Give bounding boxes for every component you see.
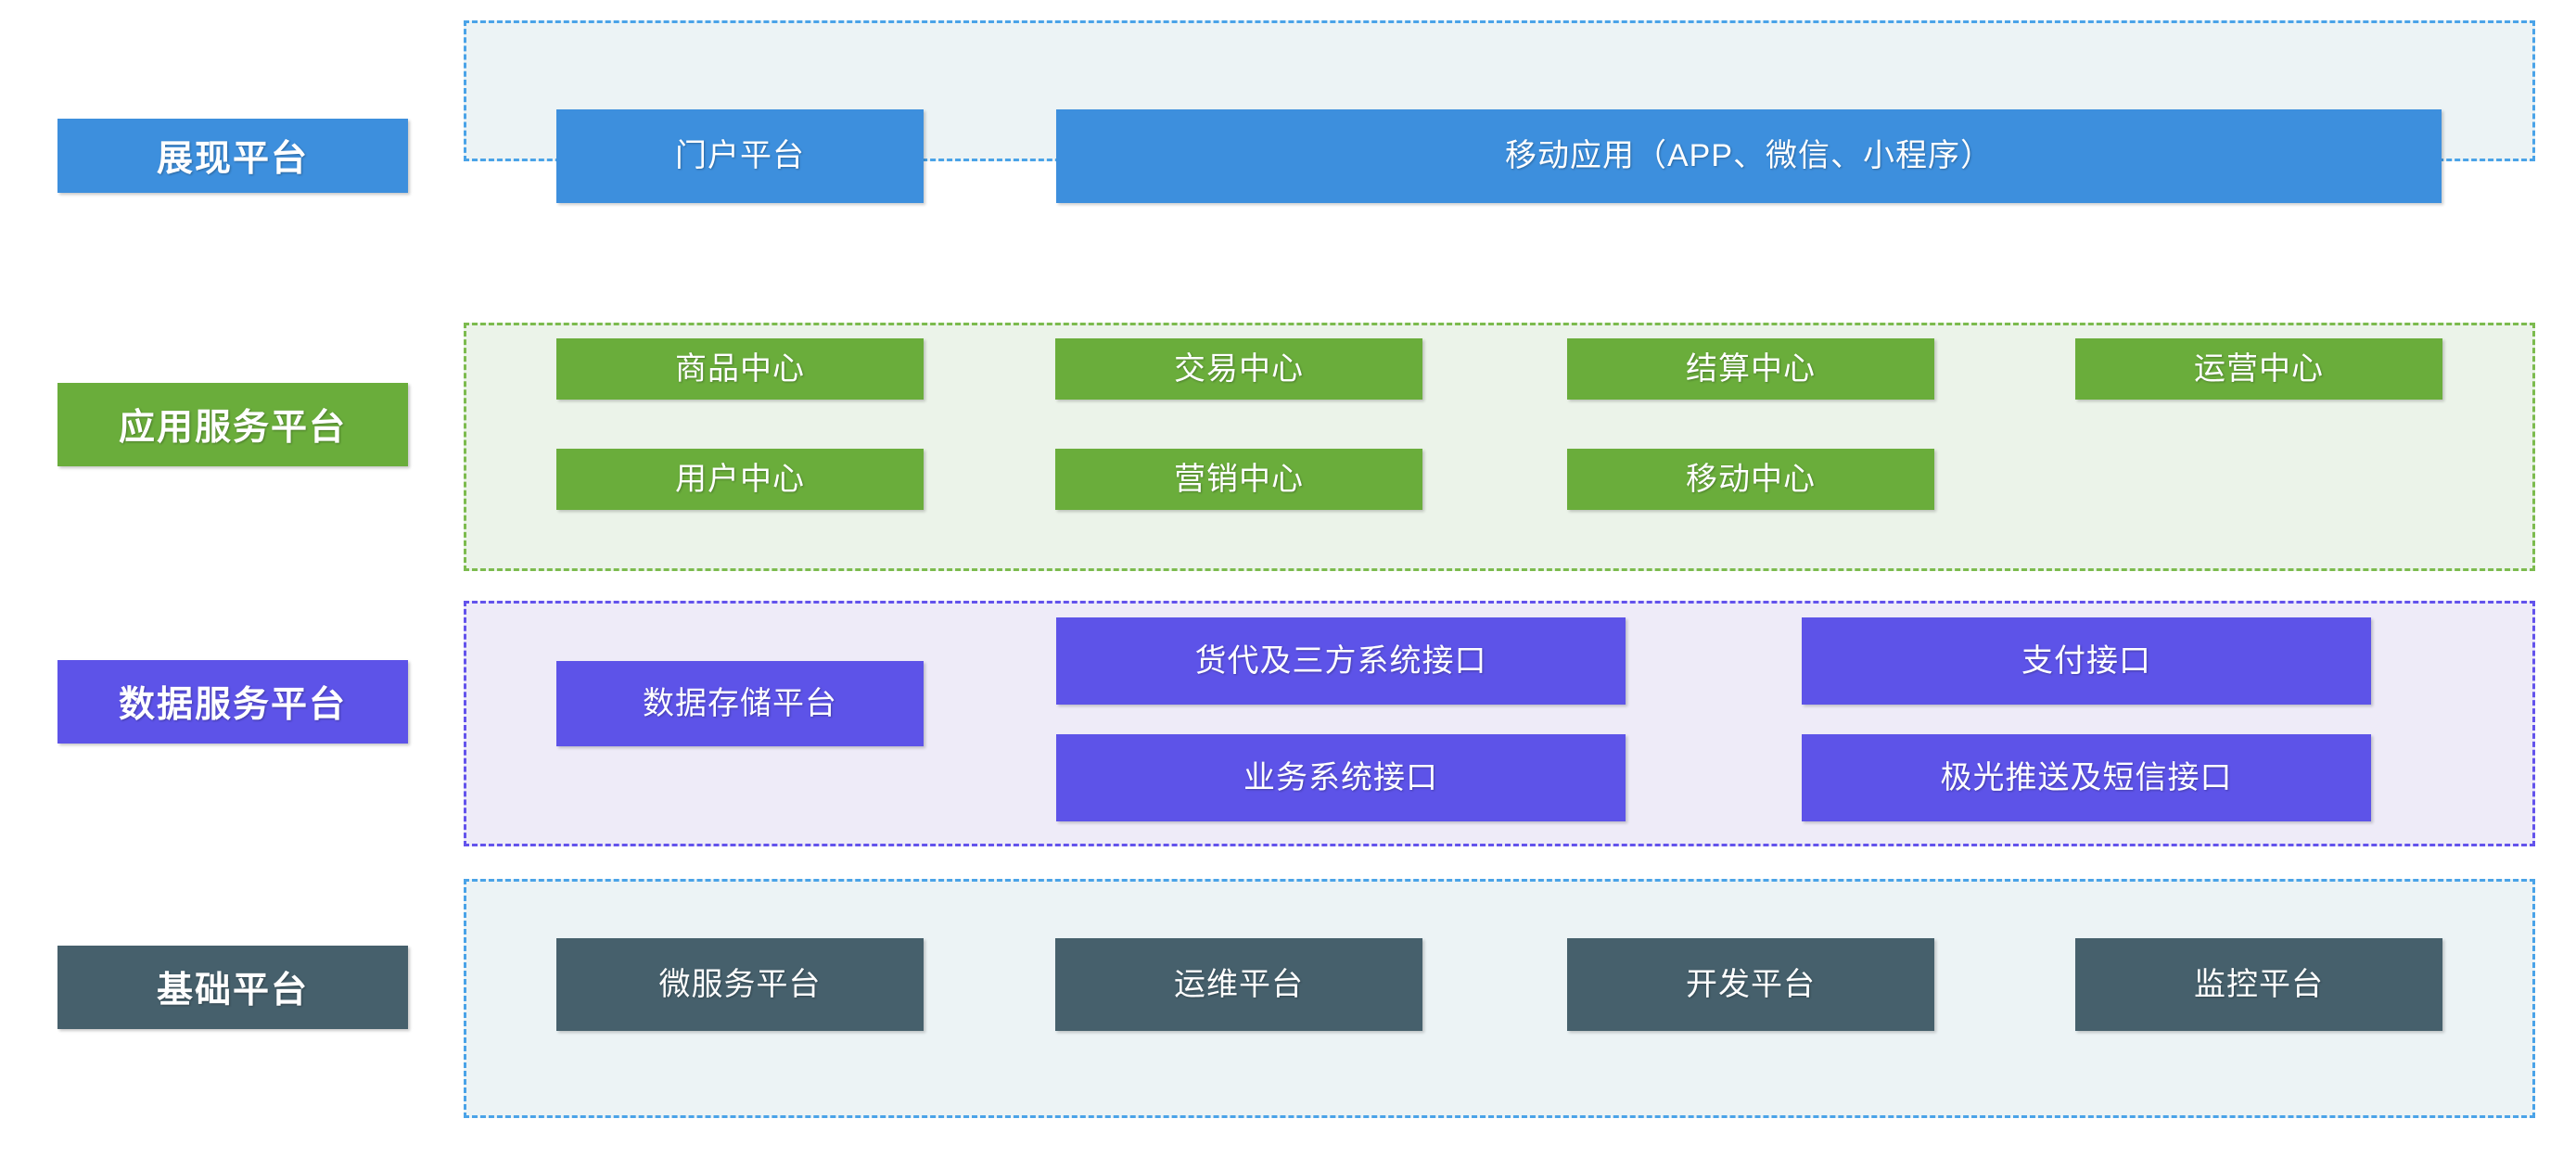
node-label: 货代及三方系统接口 (1194, 642, 1487, 679)
layer-label-text: 展现平台 (156, 139, 309, 179)
node-label: 移动应用（APP、微信、小程序） (1504, 138, 1994, 174)
layer-label-application-service[interactable]: 应用服务平台 (57, 383, 408, 466)
node-label: 运营中心 (2194, 350, 2324, 387)
node-business-system-interface[interactable]: 业务系统接口 (1056, 734, 1626, 821)
node-label: 门户平台 (675, 138, 805, 174)
layer-label-text: 基础平台 (156, 971, 309, 1011)
node-portal-platform[interactable]: 门户平台 (556, 109, 924, 203)
node-jpush-sms-interface[interactable]: 极光推送及短信接口 (1802, 734, 2371, 821)
node-product-center[interactable]: 商品中心 (556, 338, 924, 400)
node-label: 监控平台 (2194, 966, 2324, 1002)
layer-label-infrastructure[interactable]: 基础平台 (57, 946, 408, 1029)
node-label: 开发平台 (1686, 966, 1816, 1002)
node-monitoring-platform[interactable]: 监控平台 (2075, 938, 2442, 1031)
node-microservice-platform[interactable]: 微服务平台 (556, 938, 924, 1031)
node-settlement-center[interactable]: 结算中心 (1567, 338, 1934, 400)
node-label: 用户中心 (675, 461, 805, 497)
node-payment-interface[interactable]: 支付接口 (1802, 617, 2371, 705)
node-development-platform[interactable]: 开发平台 (1567, 938, 1934, 1031)
node-mobile-center[interactable]: 移动中心 (1567, 449, 1934, 510)
layer-label-presentation[interactable]: 展现平台 (57, 119, 408, 193)
node-label: 微服务平台 (658, 966, 822, 1002)
layer-label-text: 应用服务平台 (118, 408, 347, 448)
node-label: 数据存储平台 (643, 685, 837, 721)
node-label: 移动中心 (1686, 461, 1816, 497)
node-label: 商品中心 (675, 350, 805, 387)
node-label: 营销中心 (1174, 461, 1304, 497)
node-transaction-center[interactable]: 交易中心 (1055, 338, 1422, 400)
node-freight-third-party-interface[interactable]: 货代及三方系统接口 (1056, 617, 1626, 705)
node-ops-platform[interactable]: 运维平台 (1055, 938, 1422, 1031)
node-label: 运维平台 (1174, 966, 1304, 1002)
node-label: 结算中心 (1686, 350, 1816, 387)
node-data-storage-platform[interactable]: 数据存储平台 (556, 661, 924, 746)
layer-label-data-service[interactable]: 数据服务平台 (57, 660, 408, 744)
node-label: 业务系统接口 (1243, 759, 1438, 795)
layer-label-text: 数据服务平台 (118, 685, 347, 725)
node-label: 支付接口 (2021, 642, 2151, 679)
node-marketing-center[interactable]: 营销中心 (1055, 449, 1422, 510)
node-label: 极光推送及短信接口 (1940, 759, 2233, 795)
node-operations-center[interactable]: 运营中心 (2075, 338, 2442, 400)
node-mobile-applications[interactable]: 移动应用（APP、微信、小程序） (1056, 109, 2442, 203)
node-user-center[interactable]: 用户中心 (556, 449, 924, 510)
node-label: 交易中心 (1174, 350, 1304, 387)
